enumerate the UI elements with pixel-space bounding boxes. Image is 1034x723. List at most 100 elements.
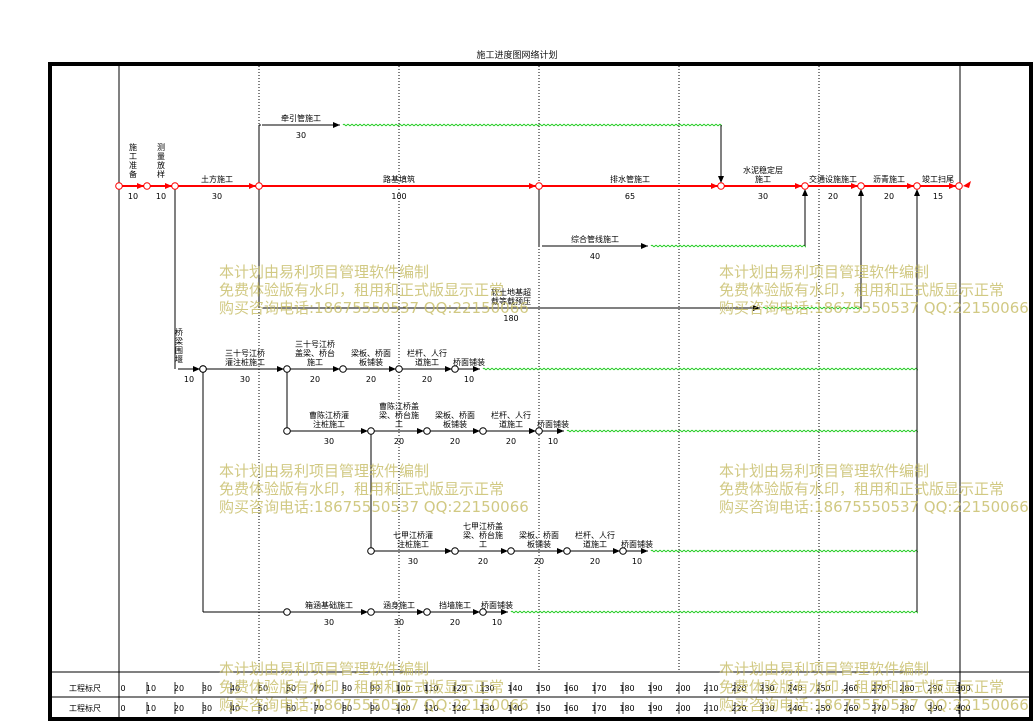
- activity-label: 板铺装: [443, 419, 467, 429]
- network-node: [955, 182, 963, 190]
- activity-label: 道施工: [415, 357, 439, 367]
- svg-text:工: 工: [129, 152, 137, 161]
- network-node: [395, 365, 403, 373]
- svg-text:备: 备: [129, 169, 137, 179]
- scale-tick-label: 280: [899, 684, 914, 693]
- network-node: [563, 547, 571, 555]
- activity-label: 曹陈江桥灌: [309, 410, 349, 420]
- activity-arrowhead: [949, 183, 956, 189]
- network-node: [283, 427, 291, 435]
- activity-label: 排水管施工: [610, 174, 650, 184]
- scale-tick-label: 50: [258, 684, 268, 693]
- scale-tick-label: 230: [759, 704, 774, 713]
- scale-tick-label: 90: [370, 704, 380, 713]
- activity-arrowhead: [907, 183, 914, 189]
- scale-tick-label: 200: [675, 684, 690, 693]
- activity-arrowhead: [613, 548, 620, 554]
- scale-tick-label: 70: [314, 684, 324, 693]
- activity-duration: 20: [506, 437, 516, 446]
- activity-label: 桥面铺装: [621, 539, 653, 549]
- activity-label: 综合管线施工: [571, 234, 619, 244]
- activity-arrowhead: [641, 548, 648, 554]
- activity-label: 竣工扫尾: [922, 174, 954, 184]
- activity-duration: 40: [590, 252, 600, 261]
- activity-duration: 10: [464, 375, 474, 384]
- network-node: [479, 608, 487, 616]
- scale-tick-label: 160: [563, 704, 578, 713]
- scale-tick-label: 10: [146, 704, 156, 713]
- activity-duration: 20: [366, 375, 376, 384]
- network-node: [423, 608, 431, 616]
- activity-arrowhead: [557, 548, 564, 554]
- network-node: [115, 182, 123, 190]
- activity-label: 梁、桥台施: [463, 530, 503, 540]
- scale-tick-label: 140: [507, 684, 522, 693]
- dummy-arrowhead: [718, 176, 724, 183]
- activity-duration: 30: [394, 618, 404, 627]
- network-node: [451, 365, 459, 373]
- activity-arrowhead: [333, 122, 340, 128]
- svg-text:堰: 堰: [175, 354, 183, 364]
- free-float-line: [482, 367, 918, 371]
- scale-tick-label: 100: [395, 684, 410, 693]
- scale-tick-label: 110: [423, 704, 438, 713]
- network-node: [451, 547, 459, 555]
- network-node: [507, 547, 515, 555]
- activity-label: 施工: [307, 357, 323, 367]
- activity-arrowhead: [473, 366, 480, 372]
- scale-tick-label: 200: [675, 704, 690, 713]
- activity-arrowhead: [277, 366, 284, 372]
- activity-arrowhead: [753, 305, 760, 311]
- scale-tick-label: 60: [286, 704, 296, 713]
- scale-tick-label: 50: [258, 704, 268, 713]
- scale-tick-label: 300: [955, 684, 970, 693]
- activity-label: 桥面铺装: [537, 419, 569, 429]
- activity-label: 路基填筑: [383, 174, 415, 184]
- activity-arrowhead: [501, 548, 508, 554]
- scale-label: 工程标尺: [69, 683, 101, 693]
- activity-duration: 10: [632, 557, 642, 566]
- activity-duration: 30: [324, 437, 334, 446]
- scale-tick-label: 40: [230, 684, 240, 693]
- scale-tick-label: 190: [647, 704, 662, 713]
- activity-label: 水泥稳定层: [743, 165, 783, 175]
- scale-tick-label: 220: [731, 684, 746, 693]
- activity-arrowhead: [711, 183, 718, 189]
- activity-duration: 20: [422, 375, 432, 384]
- activity-arrowhead: [361, 609, 368, 615]
- scale-tick-label: 270: [871, 684, 886, 693]
- scale-tick-label: 290: [927, 684, 942, 693]
- free-float-line: [342, 123, 722, 127]
- scale-tick-label: 240: [787, 684, 802, 693]
- scale-tick-label: 190: [647, 684, 662, 693]
- activity-label: 三十号江桥: [295, 339, 335, 349]
- activity-arrowhead: [445, 366, 452, 372]
- free-float-line: [566, 429, 918, 433]
- activity-duration: 15: [933, 192, 943, 201]
- scale-tick-label: 170: [591, 684, 606, 693]
- activity-label: 道施工: [499, 419, 523, 429]
- activity-duration: 20: [534, 557, 544, 566]
- activity-duration: 20: [828, 192, 838, 201]
- scale-tick-label: 140: [507, 704, 522, 713]
- scale-tick-label: 60: [286, 684, 296, 693]
- activity-label: 栏杆、人行: [491, 410, 531, 420]
- scale-tick-label: 70: [314, 704, 324, 713]
- free-float-line: [510, 610, 918, 614]
- scale-tick-label: 90: [370, 684, 380, 693]
- scale-tick-label: 240: [787, 704, 802, 713]
- scale-tick-label: 230: [759, 684, 774, 693]
- network-node: [857, 182, 865, 190]
- activity-arrowhead: [473, 609, 480, 615]
- activity-arrowhead: [137, 183, 144, 189]
- svg-text:准: 准: [129, 160, 137, 170]
- scale-tick-label: 220: [731, 704, 746, 713]
- activity-label: 曹陈江桥盖: [379, 401, 419, 411]
- activity-arrowhead: [389, 366, 396, 372]
- activity-label: 工: [395, 420, 403, 429]
- activity-duration: 20: [310, 375, 320, 384]
- activity-label: 注桩施工: [313, 419, 345, 429]
- activity-label: 梁、桥台施: [379, 410, 419, 420]
